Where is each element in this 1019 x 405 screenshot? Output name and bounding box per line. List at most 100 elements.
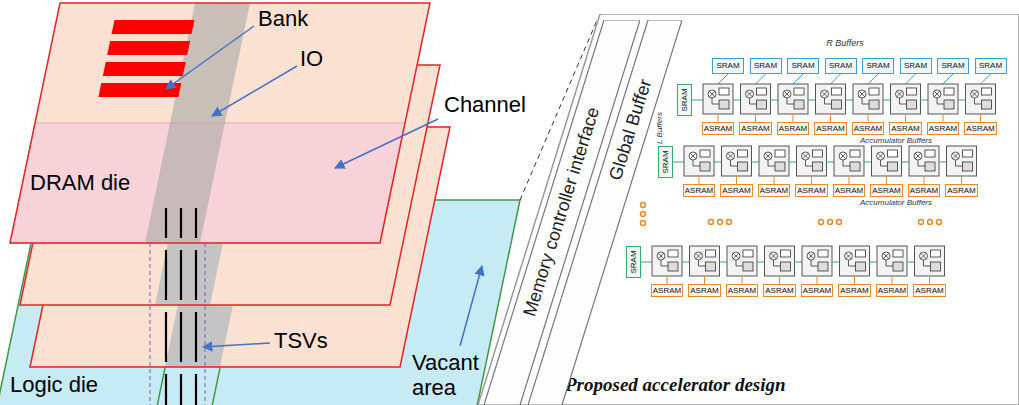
register-symbol <box>794 88 804 95</box>
multiplier-symbol <box>921 253 927 259</box>
register-symbol <box>781 250 791 257</box>
multiplier-symbol <box>709 91 715 97</box>
sram-text: SRAM <box>791 62 814 70</box>
multiplier-symbol <box>839 152 847 160</box>
register-symbol <box>893 250 903 257</box>
sram-text: ASRAM <box>765 287 793 295</box>
wire <box>793 114 794 122</box>
processing-element <box>802 246 832 276</box>
dram-die-outline <box>10 3 430 243</box>
part-label: Bank <box>258 6 308 31</box>
pe-wire <box>825 98 832 104</box>
multiplier-symbol <box>882 252 890 260</box>
multiplier-symbol <box>845 252 853 260</box>
pe-wire <box>937 98 944 104</box>
ellipsis-dot <box>727 220 732 225</box>
processing-element <box>966 84 996 114</box>
interface-band: Global Buffer <box>528 20 682 405</box>
processing-element <box>759 146 789 176</box>
accumulator-sram: ASRAM <box>852 122 884 135</box>
wire <box>718 114 719 122</box>
adder-symbol <box>818 262 828 271</box>
sram-text: ASRAM <box>854 125 882 133</box>
sram-text: ASRAM <box>910 187 938 195</box>
pe-wire <box>736 260 743 266</box>
ellipsis-dot <box>928 220 933 225</box>
processing-element <box>684 146 714 176</box>
multiplier-symbol <box>732 252 740 260</box>
wire <box>789 162 797 163</box>
multiplier-symbol <box>858 90 866 98</box>
r-buffer-sram: SRAM <box>900 58 932 74</box>
pe-wire <box>956 160 963 166</box>
wire <box>961 176 962 184</box>
pe-wire <box>900 98 907 104</box>
pe-wire <box>811 260 818 266</box>
wire <box>906 74 916 84</box>
multiplier-symbol <box>747 91 753 97</box>
multiplier-symbol <box>878 153 884 159</box>
multiplier-symbol <box>840 153 846 159</box>
pe-wire <box>806 160 813 166</box>
accumulator-sram: ASRAM <box>720 184 752 197</box>
pe-wire <box>849 260 856 266</box>
pe-wire <box>881 160 888 166</box>
processing-element <box>778 84 808 114</box>
multiplier-symbol <box>733 253 739 259</box>
wire <box>733 100 741 101</box>
r-buffer-sram: SRAM <box>975 58 1007 74</box>
adder-symbol <box>963 162 973 171</box>
register-symbol <box>813 150 823 157</box>
adder-symbol <box>893 262 903 271</box>
adder-symbol <box>719 100 729 109</box>
sram-text: SRAM <box>716 62 739 70</box>
multiplier-symbol <box>803 153 809 159</box>
part-label: Logic die <box>10 372 98 397</box>
bank-bar <box>112 20 195 34</box>
wire <box>718 74 728 84</box>
ellipsis-dot <box>828 220 833 225</box>
dram-die <box>10 3 430 243</box>
pe-wire <box>862 98 869 104</box>
adder-symbol <box>794 100 804 109</box>
wire <box>755 114 756 122</box>
sram-text: ASRAM <box>797 187 825 195</box>
register-symbol <box>869 88 879 95</box>
sram-text: SRAM <box>630 250 638 273</box>
processing-element <box>652 246 682 276</box>
wire <box>902 162 910 163</box>
sram-text: ASRAM <box>915 287 943 295</box>
band-outline <box>528 20 682 405</box>
register-symbol <box>832 88 842 95</box>
register-symbol <box>668 250 678 257</box>
adder-symbol <box>869 100 879 109</box>
multiplier-symbol <box>920 252 928 260</box>
wire <box>958 100 966 101</box>
adder-symbol <box>706 262 716 271</box>
register-symbol <box>850 150 860 157</box>
sram-text: SRAM <box>979 62 1002 70</box>
multiplier-symbol <box>822 91 828 97</box>
register-symbol <box>706 250 716 257</box>
adder-symbol <box>738 162 748 171</box>
adder-symbol <box>832 100 842 109</box>
wire <box>736 176 737 184</box>
multiplier-symbol <box>747 91 753 97</box>
wire <box>892 276 893 284</box>
band-outline <box>528 20 682 405</box>
multiplier-symbol <box>859 91 865 97</box>
sram-text: ASRAM <box>803 287 831 295</box>
pe-wire <box>924 260 931 266</box>
accumulator-sram: ASRAM <box>683 184 715 197</box>
ellipsis-dot <box>641 203 646 208</box>
register-symbol <box>925 150 935 157</box>
sram-text: SRAM <box>754 62 777 70</box>
processing-element <box>840 246 870 276</box>
accumulator-sram: ASRAM <box>927 122 959 135</box>
register-symbol <box>982 88 992 95</box>
multiplier-symbol <box>658 253 664 259</box>
processing-element <box>853 84 883 114</box>
dashed-guide <box>150 243 151 405</box>
multiplier-symbol <box>765 153 771 159</box>
sram-text: SRAM <box>866 62 889 70</box>
